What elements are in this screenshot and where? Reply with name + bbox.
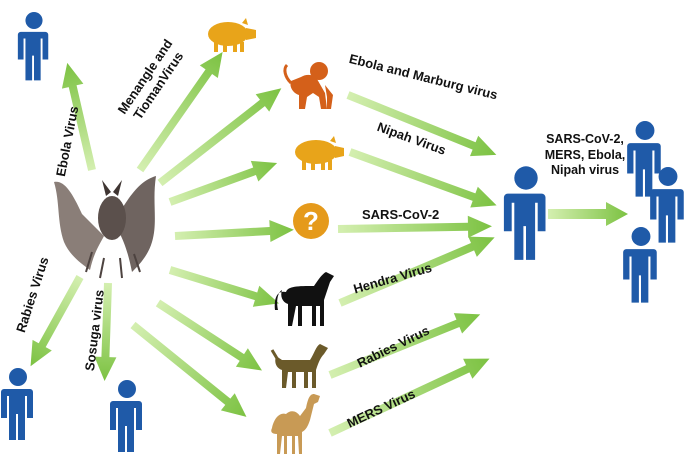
arrow-bat-to-human-rabies — [30, 275, 84, 367]
arrow-dog-to-human — [328, 313, 481, 379]
label-h2h-line1: SARS-CoV-2, — [546, 132, 624, 146]
bat-icon — [54, 176, 156, 279]
arrow-pig-to-human — [348, 148, 497, 208]
human-icon — [17, 11, 49, 81]
label-human-to-human: SARS-CoV-2, MERS, Ebola, Nipah virus — [535, 132, 635, 179]
arrow-bat-to-unknown — [174, 220, 294, 243]
question-icon: ? — [293, 203, 329, 239]
arrow-monkey-to-human — [346, 91, 497, 157]
human-icon — [623, 227, 657, 303]
arrow-camel-to-human — [328, 358, 490, 437]
monkey-icon — [283, 62, 333, 109]
transmission-arrows — [30, 52, 628, 437]
human-icon — [650, 167, 684, 243]
arrow-bat-to-pig-menangle — [136, 52, 223, 173]
camel-icon — [271, 394, 320, 454]
label-h2h-line2: MERS, Ebola, — [544, 147, 626, 162]
arrow-bat-to-camel — [130, 321, 247, 417]
horse-icon — [274, 272, 334, 326]
arrow-bat-to-pig — [168, 160, 278, 206]
arrow-bat-to-horse — [168, 266, 280, 307]
arrow-unknown-to-human — [337, 215, 492, 238]
human-icon — [110, 380, 142, 452]
pig-icon — [208, 18, 256, 52]
arrow-bat-to-dog — [155, 299, 262, 371]
pig-icon — [295, 136, 344, 170]
human-icon — [503, 166, 546, 260]
label-sars-cov-2: SARS-CoV-2 — [362, 207, 440, 222]
arrow-horse-to-human — [338, 236, 495, 307]
label-h2h-line3: Nipah virus — [550, 163, 620, 178]
dog-icon — [270, 344, 328, 388]
arrow-bat-to-human-ebola — [61, 62, 96, 171]
human-icon — [1, 368, 33, 440]
arrow-bat-to-human-sosuga — [94, 282, 117, 381]
arrow-human-to-humans — [548, 202, 628, 226]
arrow-bat-to-monkey — [157, 88, 282, 187]
unknown-symbol: ? — [303, 206, 319, 236]
